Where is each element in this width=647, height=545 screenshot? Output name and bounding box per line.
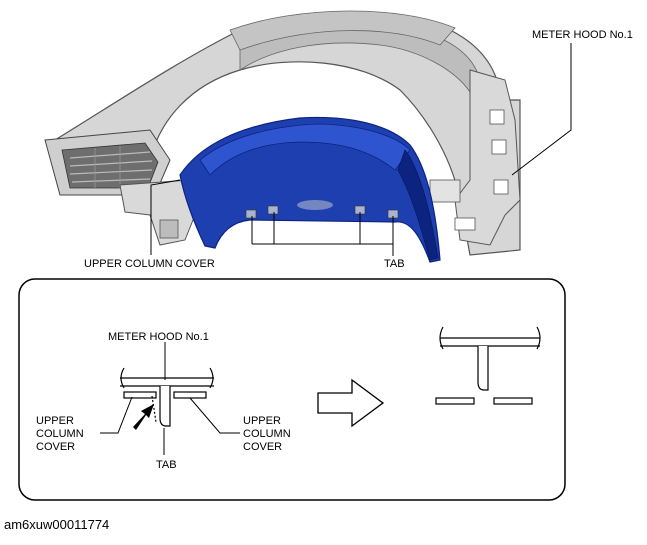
detail-section-installed: [120, 367, 214, 427]
upper-column-cover-top: [199, 123, 411, 176]
detail-frame: [18, 278, 566, 501]
label-upper-left-3: COVER: [36, 441, 75, 453]
air-vent-left: [44, 129, 171, 196]
detail-section-removed: [435, 326, 541, 405]
leader-lines-detail: [100, 342, 240, 455]
label-upper-right-1: UPPER: [243, 415, 281, 427]
label-upper-column-cover-top: UPPER COLUMN COVER: [84, 258, 215, 270]
label-tab-top: TAB: [384, 258, 405, 270]
label-upper-left-1: UPPER: [36, 415, 74, 427]
label-upper-left-2: COLUMN: [36, 428, 84, 440]
label-upper-right-2: COLUMN: [243, 428, 291, 440]
label-upper-right-3: COVER: [243, 441, 282, 453]
label-meter-hood-detail: METER HOOD No.1: [108, 331, 209, 343]
figure-code: am6xuw00011774: [4, 517, 110, 532]
label-meter-hood-top: METER HOOD No.1: [532, 29, 633, 41]
meter-hood-top-surface: [229, 10, 456, 51]
right-arrow-icon: [317, 378, 385, 428]
leader-lines-top: [150, 43, 572, 256]
push-arrow-icon: [133, 404, 154, 430]
upper-column-cover-side: [397, 149, 439, 261]
meter-hood-assembly: [44, 10, 521, 263]
tabs-top: [245, 205, 399, 219]
label-tab-detail: TAB: [156, 459, 177, 471]
